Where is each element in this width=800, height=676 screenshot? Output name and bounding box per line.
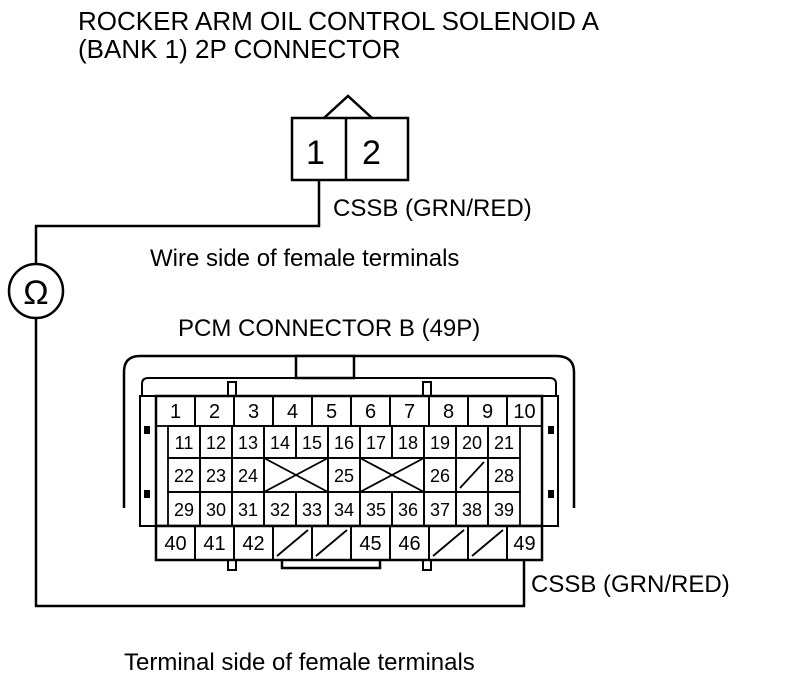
connector-2p: [290, 94, 410, 182]
pcm-terminal-2: 2: [209, 401, 220, 423]
ohm-icon: Ω: [23, 274, 48, 312]
pcm-terminal-28: 28: [494, 466, 514, 486]
pcm-terminal-19: 19: [430, 433, 450, 453]
housing-side-markers: [144, 426, 554, 498]
pcm-terminal-10: 10: [513, 401, 535, 423]
pcm-terminal-41: 41: [203, 533, 225, 555]
pcm-terminal-38: 38: [462, 500, 482, 520]
pcm-terminal-46: 46: [398, 533, 420, 555]
pcm-terminal-45: 45: [359, 533, 381, 555]
pcm-terminal-14: 14: [270, 433, 290, 453]
pcm-terminal-32: 32: [270, 500, 290, 520]
connector-2p-terminal-2: 2: [362, 134, 381, 172]
pcm-terminal-40: 40: [164, 533, 186, 555]
pcm-terminal-25: 25: [334, 466, 354, 486]
pcm-terminal-23: 23: [206, 466, 226, 486]
housing-bottom-latch: [280, 560, 382, 570]
pcm-terminal-12: 12: [206, 433, 226, 453]
pcm-terminal-22: 22: [174, 466, 194, 486]
unused-terminal-slash: [459, 461, 485, 489]
pcm-terminal-8: 8: [443, 401, 454, 423]
view-label-top: Wire side of female terminals: [150, 245, 459, 272]
pcm-connector-housing: [122, 354, 576, 571]
pcm-terminal-17: 17: [366, 433, 386, 453]
pcm-terminal-13: 13: [238, 433, 258, 453]
pcm-terminal-11: 11: [175, 433, 194, 453]
pcm-terminal-7: 7: [404, 401, 415, 423]
pcm-terminal-34: 34: [334, 500, 354, 520]
pcm-terminal-42: 42: [242, 533, 264, 555]
pcm-terminal-20: 20: [462, 433, 482, 453]
pcm-terminal-4: 4: [287, 401, 298, 423]
pcm-terminal-35: 35: [366, 500, 386, 520]
unused-terminal-cross: [263, 457, 329, 493]
pcm-terminal-30: 30: [206, 500, 226, 520]
wire-label-bottom: CSSB (GRN/RED): [531, 571, 730, 598]
pcm-terminal-5: 5: [326, 401, 337, 423]
pcm-terminal-24: 24: [238, 466, 258, 486]
housing-top-latch: [294, 354, 356, 380]
unused-terminal-slash: [315, 529, 348, 557]
test-wire: [34, 180, 526, 608]
pcm-terminal-29: 29: [174, 500, 194, 520]
diagram-title-line2: (BANK 1) 2P CONNECTOR: [78, 34, 401, 64]
pcm-terminal-39: 39: [494, 500, 514, 520]
pcm-terminal-31: 31: [238, 500, 258, 520]
pcm-terminal-37: 37: [430, 500, 450, 520]
pcm-terminal-18: 18: [398, 433, 418, 453]
view-label-bottom: Terminal side of female terminals: [124, 649, 475, 676]
wire-label-top: CSSB (GRN/RED): [333, 195, 532, 222]
pcm-connector-title: PCM CONNECTOR B (49P): [178, 315, 480, 342]
pcm-terminal-cell: [506, 525, 543, 561]
pcm-terminal-15: 15: [302, 433, 322, 453]
connector-2p-body: [290, 116, 410, 182]
connector-lock-tab: [323, 94, 373, 119]
pcm-terminal-1: 1: [170, 401, 181, 423]
connector-2p-terminal-1: 1: [306, 134, 325, 172]
unused-terminal-slash: [276, 529, 309, 557]
pcm-terminal-3: 3: [248, 401, 259, 423]
pcm-terminal-49: 49: [513, 533, 535, 555]
diagram-title-line1: ROCKER ARM OIL CONTROL SOLENOID A: [78, 6, 600, 36]
pcm-terminal-26: 26: [430, 466, 450, 486]
pcm-terminal-16: 16: [334, 433, 354, 453]
unused-terminal-cross: [359, 457, 425, 493]
unused-terminal-slash: [432, 529, 465, 557]
unused-terminal-slash: [471, 529, 504, 557]
pcm-terminal-9: 9: [482, 401, 493, 423]
pcm-terminal-33: 33: [302, 500, 322, 520]
pcm-terminal-cell: [506, 395, 543, 427]
pcm-terminal-21: 21: [494, 433, 514, 453]
ohmmeter-symbol: [7, 262, 65, 320]
pcm-terminal-36: 36: [398, 500, 418, 520]
pcm-terminal-6: 6: [365, 401, 376, 423]
